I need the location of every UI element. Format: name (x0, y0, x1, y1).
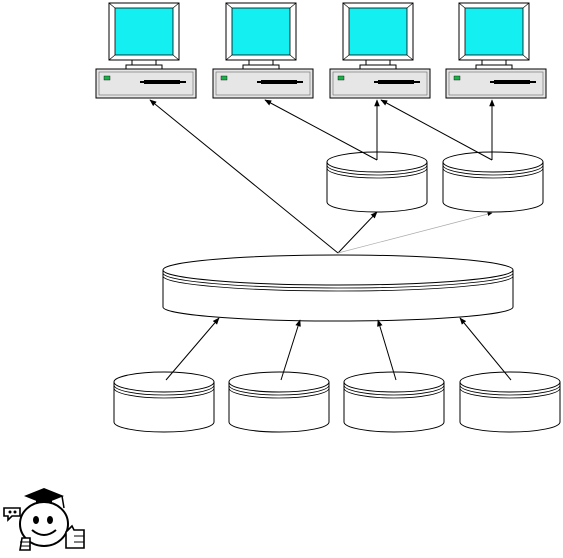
upper-db-2 (442, 151, 544, 213)
central-store (162, 254, 514, 322)
computer-2 (212, 2, 314, 99)
edge-lower-db-1-central (165, 317, 220, 381)
lower-db-2 (228, 371, 330, 433)
edge-central-computer-1 (149, 99, 339, 254)
edges (149, 99, 512, 381)
upper-db-1 (326, 151, 428, 213)
mascot-icon (3, 488, 85, 551)
edge-upper-db-1-computer-2 (264, 99, 378, 161)
lower-db-1 (113, 371, 215, 433)
edge-lower-db-2-central (280, 319, 301, 381)
lower-db-4 (459, 371, 561, 433)
edge-central-upper-db-2 (337, 212, 493, 254)
computer-1 (95, 2, 197, 99)
edge-lower-db-3-central (377, 319, 397, 381)
computer-3 (329, 2, 431, 99)
edge-upper-db-2-computer-3 (380, 99, 493, 161)
edge-lower-db-4-central (459, 317, 512, 381)
lower-db-3 (343, 371, 445, 433)
computer-4 (445, 2, 547, 99)
edge-central-upper-db-1 (337, 211, 378, 254)
